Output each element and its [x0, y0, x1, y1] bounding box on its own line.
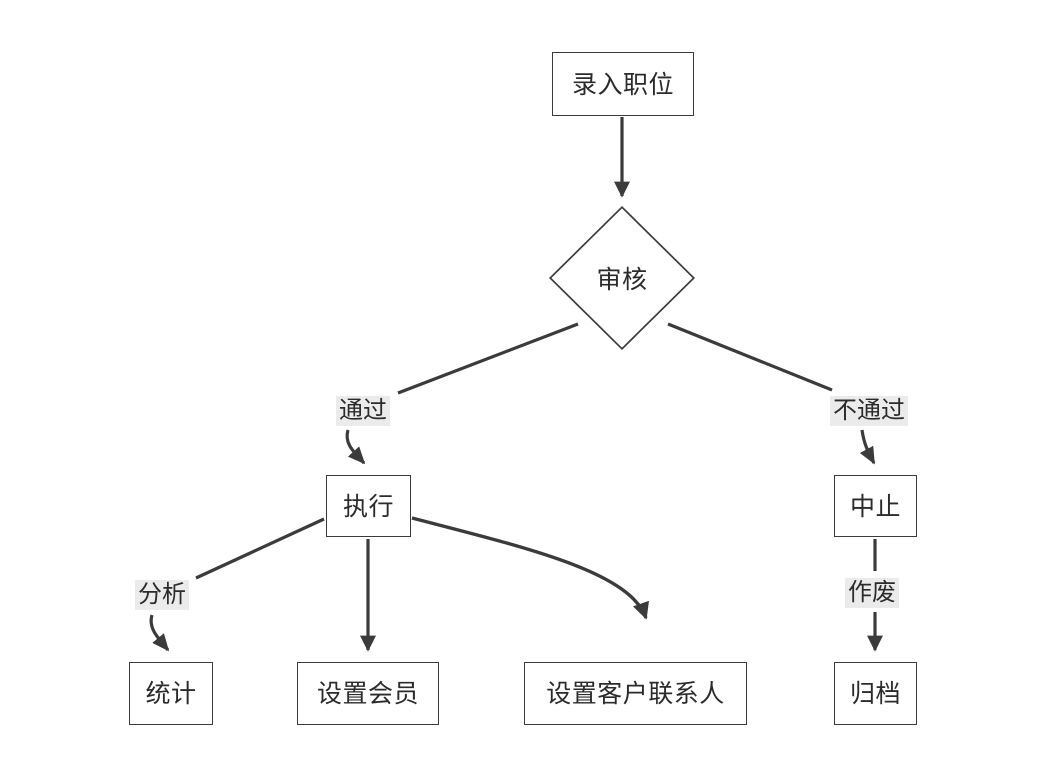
- node-label: 执行: [342, 491, 394, 521]
- edge-execute-stats: [149, 517, 325, 652]
- edge-label-fail: 不通过: [830, 396, 908, 426]
- node-label: 设置会员: [316, 679, 419, 708]
- node-set-customer-contact[interactable]: 设置客户联系人: [524, 662, 747, 725]
- edge-label-pass: 通过: [336, 396, 390, 426]
- node-review[interactable]: 审核: [549, 206, 695, 350]
- diamond-shape: [549, 206, 695, 350]
- node-label: 归档: [849, 679, 901, 708]
- edge-review-execute: [345, 322, 579, 465]
- edge-review-suspend: [667, 322, 876, 465]
- node-statistics[interactable]: 统计: [129, 662, 213, 725]
- edge-execute-contact: [411, 516, 649, 620]
- edge-label-void: 作废: [845, 578, 899, 608]
- node-label: 录入职位: [571, 69, 674, 99]
- node-label: 设置客户联系人: [546, 679, 725, 708]
- node-label: 中止: [849, 491, 901, 521]
- node-execute[interactable]: 执行: [326, 475, 411, 537]
- node-suspend[interactable]: 中止: [834, 475, 917, 537]
- node-entry[interactable]: 录入职位: [552, 52, 694, 116]
- node-archive[interactable]: 归档: [834, 662, 917, 725]
- edge-label-analyze: 分析: [135, 580, 189, 610]
- node-label: 审核: [596, 265, 648, 294]
- node-label: 统计: [145, 679, 197, 708]
- node-set-member[interactable]: 设置会员: [297, 662, 439, 725]
